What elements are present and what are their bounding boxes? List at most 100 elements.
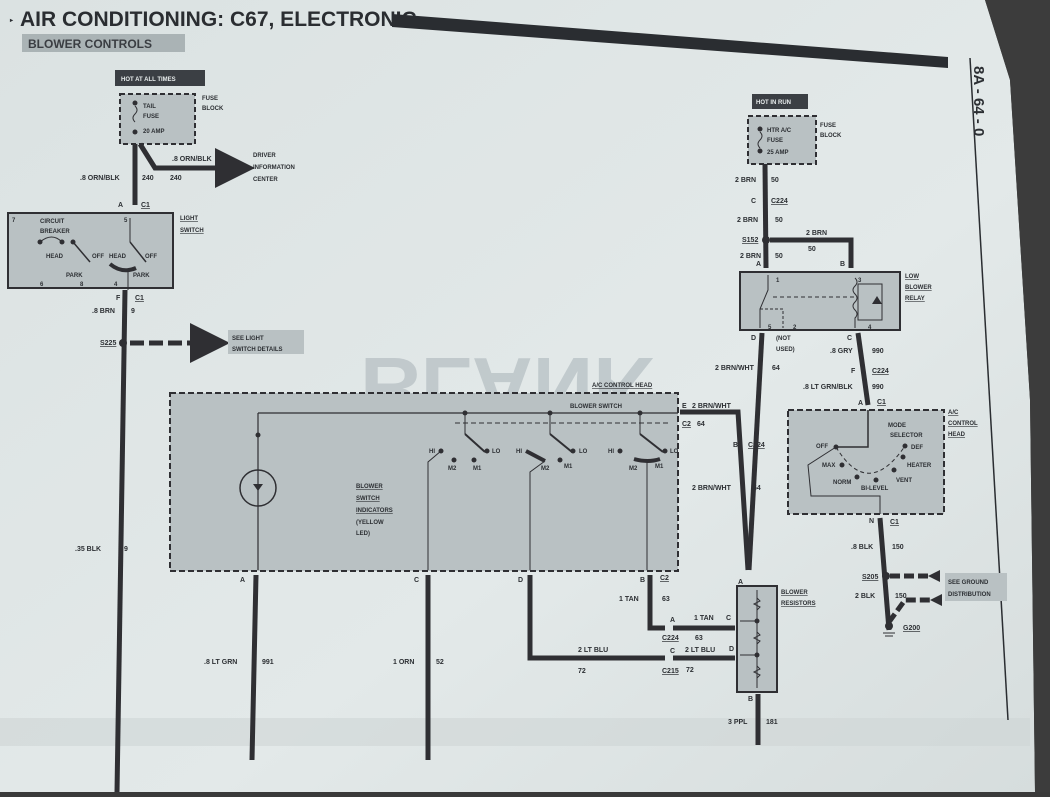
relay-pin: 2 — [793, 325, 797, 331]
not-used-label: USED) — [776, 347, 795, 353]
wire-50-relay — [770, 237, 854, 268]
wire-circuit: 72 — [686, 667, 694, 674]
pin-label: C — [726, 615, 731, 622]
wire-circuit: 150 — [892, 544, 904, 551]
see-light-switch-line1: SEE LIGHT — [232, 336, 264, 342]
mode-bilevel: BI-LEVEL — [861, 486, 889, 492]
mode-contact — [891, 467, 897, 473]
wire-circuit: 9 — [124, 546, 128, 553]
pin-label: A — [756, 261, 761, 268]
section-title: BLOWER CONTROLS — [28, 37, 152, 51]
led-indicator-icon — [239, 469, 277, 507]
resistor-node — [754, 652, 760, 658]
fuse-terminal-icon — [757, 126, 763, 132]
relay-name: RELAY — [905, 296, 925, 302]
wire-label: 2 LT BLU — [578, 647, 608, 654]
wire-circuit: 63 — [662, 596, 670, 603]
pos-hi: HI — [608, 449, 614, 455]
pin-label: F — [116, 295, 121, 302]
wire-64 — [680, 409, 751, 571]
pin-label: C — [847, 335, 852, 342]
pin-label: D — [518, 577, 523, 584]
wire-label: .8 LT GRN/BLK — [803, 384, 853, 391]
light-switch-pos: PARK — [133, 273, 150, 279]
mode-selector-label: MODE — [888, 423, 906, 429]
mode-contact — [839, 462, 845, 468]
fuse-terminal-icon — [757, 148, 763, 154]
margin-rule — [969, 57, 1009, 721]
relay-pin: 1 — [776, 278, 780, 284]
connector-c1: C1 — [141, 202, 150, 209]
pos-m1: M1 — [564, 464, 573, 470]
wire-label: 3 PPL — [728, 719, 748, 726]
pin-label: C — [670, 648, 675, 655]
connector-c1: C1 — [135, 295, 144, 302]
blower-switch-section-3: HI M2 M1 LO — [608, 410, 679, 570]
mode-norm: NORM — [833, 480, 851, 486]
splice-s225 — [119, 339, 127, 347]
mode-contact — [900, 454, 906, 460]
lower-band — [0, 718, 1030, 746]
mode-max: MAX — [822, 463, 835, 469]
junction-dot — [255, 432, 261, 438]
contact-m2 — [451, 457, 457, 463]
htr-fuse-line2: FUSE — [767, 138, 783, 144]
relay-coil-icon — [852, 277, 858, 328]
wire-64-relay — [746, 332, 765, 571]
dic-label: DRIVER — [253, 153, 276, 159]
hot-at-all-times-label: HOT AT ALL TIMES — [121, 77, 176, 83]
fuse-terminal-icon — [132, 129, 138, 135]
wire-circuit: 240 — [170, 175, 182, 182]
wire-63 — [647, 575, 665, 631]
pin-label: B — [840, 261, 845, 268]
wire-50 — [762, 163, 769, 269]
connector-c1: C1 — [877, 399, 886, 406]
mode-contact — [902, 443, 908, 449]
light-switch-name: LIGHT — [180, 216, 198, 222]
see-ground-line2: DISTRIBUTION — [948, 592, 991, 598]
switch-blade — [464, 433, 486, 453]
splice-s205 — [882, 572, 890, 580]
wire-label: .8 LT GRN — [204, 659, 237, 666]
pin-label: D — [751, 335, 756, 342]
splice-label: S205 — [862, 574, 878, 581]
wire-label: 1 TAN — [694, 615, 714, 622]
contact-lo — [662, 448, 668, 454]
pos-hi: HI — [516, 449, 522, 455]
contact-m1 — [471, 457, 477, 463]
wire-label: 2 BRN/WHT — [715, 365, 755, 372]
connector-c2: C2 — [660, 575, 669, 582]
connector-c224: C224 — [771, 198, 788, 205]
fuse-element-icon — [132, 105, 138, 123]
ac-control-head — [169, 392, 679, 572]
wire-circuit: 72 — [578, 668, 586, 675]
wire-9 — [114, 289, 128, 793]
blower-switch-section-2: HI M2 M1 LO — [516, 410, 588, 570]
section-label-bg — [22, 34, 185, 52]
head-contact — [108, 262, 137, 273]
pos-m1: M1 — [655, 464, 664, 470]
page-title: AIR CONDITIONING: C67, ELECTRONIC — [20, 8, 417, 31]
indicator-label: (YELLOW — [356, 520, 384, 526]
pin-label: A — [118, 202, 123, 209]
light-switch-pos: OFF — [92, 254, 104, 260]
pin-label: B — [640, 577, 645, 584]
pin-label: A — [858, 400, 863, 407]
mode-selector-label: SELECTOR — [890, 433, 923, 439]
connector-c1: C1 — [890, 519, 899, 526]
circuit-breaker-label: CIRCUIT — [40, 219, 65, 225]
pin-label: E — [682, 403, 687, 410]
wire-circuit: 9 — [131, 308, 135, 315]
contact-hi — [617, 448, 623, 454]
tail-fuse-line2: FUSE — [143, 114, 159, 120]
see-light-switch-details[interactable] — [228, 330, 304, 354]
contact-lo — [570, 448, 576, 454]
ground-arrow-icon — [928, 570, 940, 582]
see-ground-distribution[interactable] — [945, 573, 1007, 601]
light-switch-name: SWITCH — [180, 228, 204, 234]
hot-at-all-times-badge — [115, 70, 205, 86]
fuse-block-label: BLOCK — [820, 133, 842, 139]
wire-label: .35 BLK — [75, 546, 101, 553]
light-switch-pos: HEAD — [46, 254, 64, 260]
